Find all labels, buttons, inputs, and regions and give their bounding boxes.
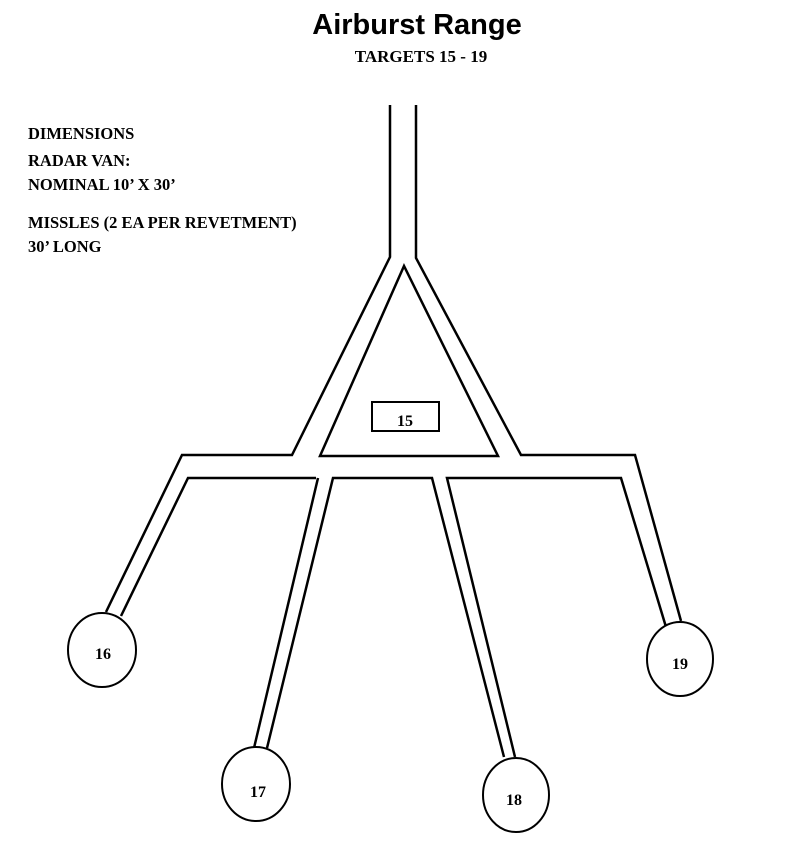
inner-triangle: [318, 263, 501, 458]
notes-heading: DIMENSIONS: [28, 124, 134, 143]
target-18: 18: [482, 757, 550, 833]
target-16-label: 16: [95, 646, 111, 663]
target-18-label: 18: [506, 792, 522, 809]
target-15: 15: [371, 401, 440, 432]
radar-van-label: RADAR VAN:: [28, 151, 131, 170]
target-17-revetment: [221, 746, 291, 822]
page-subtitle: TARGETS 15 - 19: [355, 47, 487, 66]
entry-road-left-edge: [104, 105, 392, 613]
branch-17-left-edge: [252, 477, 320, 749]
radar-van-box: [371, 401, 440, 432]
target-16: 16: [67, 612, 137, 688]
target-19: 19: [646, 621, 714, 697]
branch-18-right-edge: [445, 476, 668, 758]
missiles-label: MISSLES (2 EA PER REVETMENT): [28, 213, 297, 232]
radar-van-size: NOMINAL 10’ X 30’: [28, 175, 176, 194]
missiles-length: 30’ LONG: [28, 237, 102, 256]
target-19-revetment: [646, 621, 714, 697]
target-19-label: 19: [672, 656, 688, 673]
target-16-revetment: [67, 612, 137, 688]
target-17-label: 17: [250, 784, 266, 801]
target-18-revetment: [482, 757, 550, 833]
branch-16-inner-edge: [119, 476, 316, 617]
target-17: 17: [221, 746, 291, 822]
page-title: Airburst Range: [312, 9, 521, 41]
target-15-label: 15: [397, 413, 413, 430]
road-network: [104, 105, 683, 758]
branch-17-right-edge: [265, 476, 506, 758]
entry-road-right-edge: [414, 105, 683, 622]
dimensions-notes: DIMENSIONS RADAR VAN: NOMINAL 10’ X 30’ …: [28, 124, 297, 256]
